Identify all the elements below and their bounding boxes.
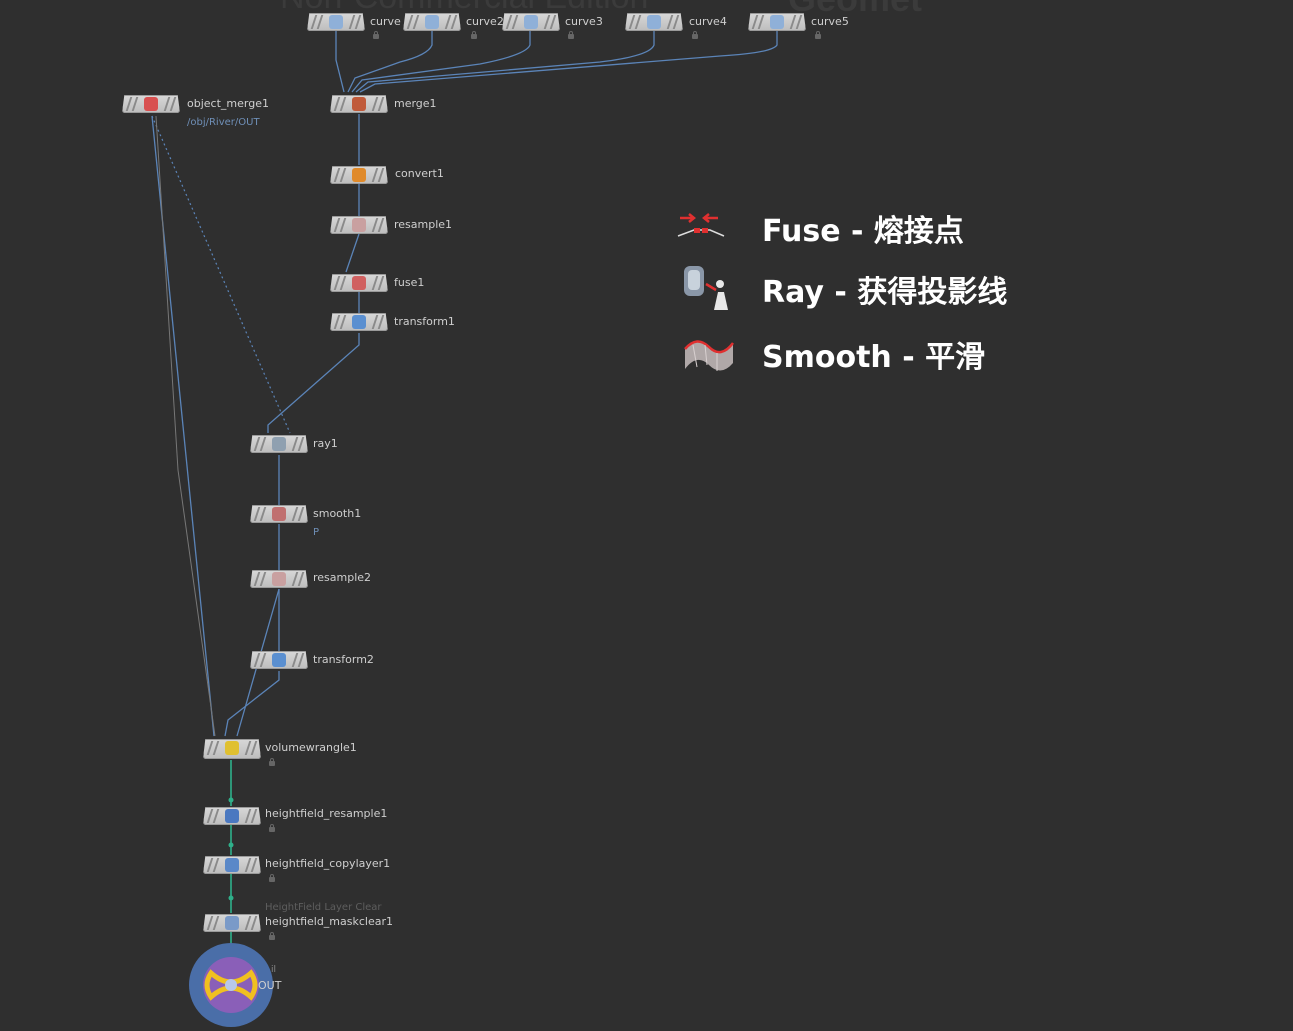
node-ray1-label: ray1: [313, 437, 338, 450]
watermark-right: Geomet: [788, 0, 922, 20]
legend-fuse: Fuse - 熔接点: [674, 206, 964, 250]
legend-ray: Ray - 获得投影线: [680, 264, 1007, 314]
legend-fuse-text: Fuse - 熔接点: [762, 214, 964, 249]
node-smooth1[interactable]: [250, 505, 308, 523]
fuse-icon: [677, 213, 725, 237]
lock-icon: [373, 31, 379, 39]
heightfield-maskclear-icon: [225, 916, 239, 930]
node-curve2-label: curve2: [466, 15, 504, 28]
transform-icon: [352, 315, 366, 329]
node-heightfield-resample1[interactable]: [203, 807, 261, 825]
wire-curve5-merge: [359, 30, 778, 93]
legend-smooth-text: Smooth - 平滑: [762, 340, 986, 375]
wrangle-icon: [225, 741, 239, 755]
wire-transform2-volumewrangle: [224, 671, 280, 737]
node-curve3-label: curve3: [565, 15, 603, 28]
node-curve4[interactable]: [625, 13, 683, 31]
node-heightfield-maskclear1-label: heightfield_maskclear1: [265, 915, 393, 928]
node-heightfield-copylayer1-label: heightfield_copylayer1: [265, 857, 391, 870]
transform-icon: [272, 653, 286, 667]
node-curve5-label: curve5: [811, 15, 849, 28]
wire-curve2-merge: [347, 30, 433, 93]
null-icon: [204, 969, 258, 1001]
resample-icon: [272, 572, 286, 586]
node-resample2-label: resample2: [313, 571, 372, 584]
node-smooth1-param: P: [313, 527, 320, 538]
convert-icon: [352, 168, 366, 182]
node-merge1[interactable]: [330, 95, 388, 113]
lock-icon: [692, 31, 698, 39]
node-merge1-label: merge1: [394, 97, 437, 110]
node-resample2[interactable]: [250, 570, 308, 588]
lock-icon: [815, 31, 821, 39]
node-convert1-label: convert1: [395, 167, 444, 180]
wire-curve1-merge: [335, 30, 345, 93]
lock-icon: [269, 758, 275, 766]
node-convert1[interactable]: [330, 166, 388, 184]
node-heightfield-maskclear1[interactable]: [203, 914, 261, 932]
node-curve3[interactable]: [502, 13, 560, 31]
smooth-icon: [272, 507, 286, 521]
lock-icon: [568, 31, 574, 39]
ray-icon: [272, 437, 286, 451]
node-transform2[interactable]: [250, 651, 308, 669]
node-transform1[interactable]: [330, 313, 388, 331]
node-resample1[interactable]: [330, 216, 388, 234]
lock-icon: [269, 874, 275, 882]
node-object-merge1-path: /obj/River/OUT: [187, 117, 260, 128]
node-out[interactable]: [189, 943, 273, 1027]
resample-icon: [352, 218, 366, 232]
curve-icon: [647, 15, 661, 29]
node-object-merge1[interactable]: [122, 95, 180, 113]
curve-icon: [770, 15, 784, 29]
smooth-icon: [684, 340, 734, 371]
curve-icon: [329, 15, 343, 29]
node-heightfield-maskclear1-type: HeightField Layer Clear: [265, 902, 382, 913]
node-curve1-label: curve: [370, 15, 401, 28]
node-ray1[interactable]: [250, 435, 308, 453]
wire-transform1-ray: [267, 333, 360, 433]
node-out-pre: il: [271, 965, 277, 975]
legend-ray-text: Ray - 获得投影线: [762, 275, 1008, 310]
node-fuse1[interactable]: [330, 274, 388, 292]
node-curve1[interactable]: [307, 13, 365, 31]
node-resample1-label: resample1: [394, 218, 453, 231]
node-out-label: OUT: [258, 979, 282, 992]
node-heightfield-copylayer1[interactable]: [203, 856, 261, 874]
lock-icon: [269, 932, 275, 940]
node-object-merge1-label: object_merge1: [187, 97, 269, 110]
node-volumewrangle1-label: volumewrangle1: [265, 741, 357, 754]
node-curve2[interactable]: [403, 13, 461, 31]
fuse-icon: [352, 276, 366, 290]
heightfield-copylayer-icon: [225, 858, 239, 872]
merge-icon: [352, 97, 366, 111]
heightfield-resample-icon: [225, 809, 239, 823]
curve-icon: [425, 15, 439, 29]
wire-curve4-merge: [355, 30, 655, 93]
node-transform2-label: transform2: [313, 653, 374, 666]
node-smooth1-label: smooth1: [313, 507, 362, 520]
node-transform1-label: transform1: [394, 315, 455, 328]
node-curve5[interactable]: [748, 13, 806, 31]
wire-curve3-merge: [351, 30, 531, 93]
watermark-left: Non-Commercial Edition: [280, 0, 648, 17]
curve-icon: [524, 15, 538, 29]
object-merge-icon: [144, 97, 158, 111]
wire-resample-fuse: [345, 233, 360, 273]
legend-smooth: Smooth - 平滑: [683, 332, 985, 376]
lock-icon: [269, 824, 275, 832]
node-volumewrangle1[interactable]: [203, 739, 261, 759]
node-heightfield-resample1-label: heightfield_resample1: [265, 807, 388, 820]
node-fuse1-label: fuse1: [394, 276, 425, 289]
ray-icon: [684, 266, 728, 310]
lock-icon: [471, 31, 477, 39]
node-curve4-label: curve4: [689, 15, 727, 28]
wire-gray-ref: [155, 115, 216, 737]
